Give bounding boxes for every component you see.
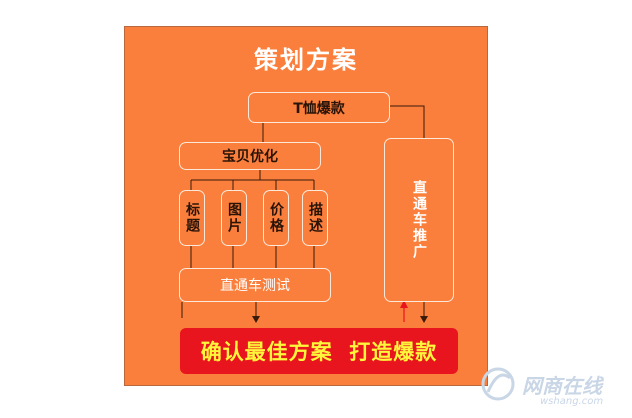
arrowhead-promo-down — [420, 316, 428, 323]
watermark-url: wshang.com — [540, 396, 604, 407]
node-optimize: 宝贝优化 — [179, 142, 321, 170]
watermark-logo — [481, 367, 515, 401]
node-child-2-label: 图片 — [226, 202, 242, 234]
line-root-promo — [390, 105, 425, 138]
node-child-3: 价格 — [263, 190, 289, 246]
node-child-4: 描述 — [302, 190, 328, 246]
node-child-2: 图片 — [221, 190, 247, 246]
node-test: 直通车测试 — [179, 268, 331, 302]
node-child-1: 标题 — [179, 190, 205, 246]
node-promo: 直通车推广 — [384, 138, 454, 302]
diagram-title: 策划方案 — [254, 46, 358, 74]
watermark-text: 网商在线 — [522, 374, 602, 398]
node-child-4-label: 描述 — [307, 202, 323, 234]
node-root: T恤爆款 — [248, 92, 390, 123]
result-banner: 确认最佳方案 打造爆款 — [180, 328, 458, 374]
node-child-3-label: 价格 — [268, 202, 284, 234]
arrowhead-test — [252, 316, 260, 323]
node-child-1-label: 标题 — [184, 202, 200, 234]
arrowhead-promo-up — [400, 300, 408, 308]
node-promo-label: 直通车推广 — [411, 180, 427, 260]
